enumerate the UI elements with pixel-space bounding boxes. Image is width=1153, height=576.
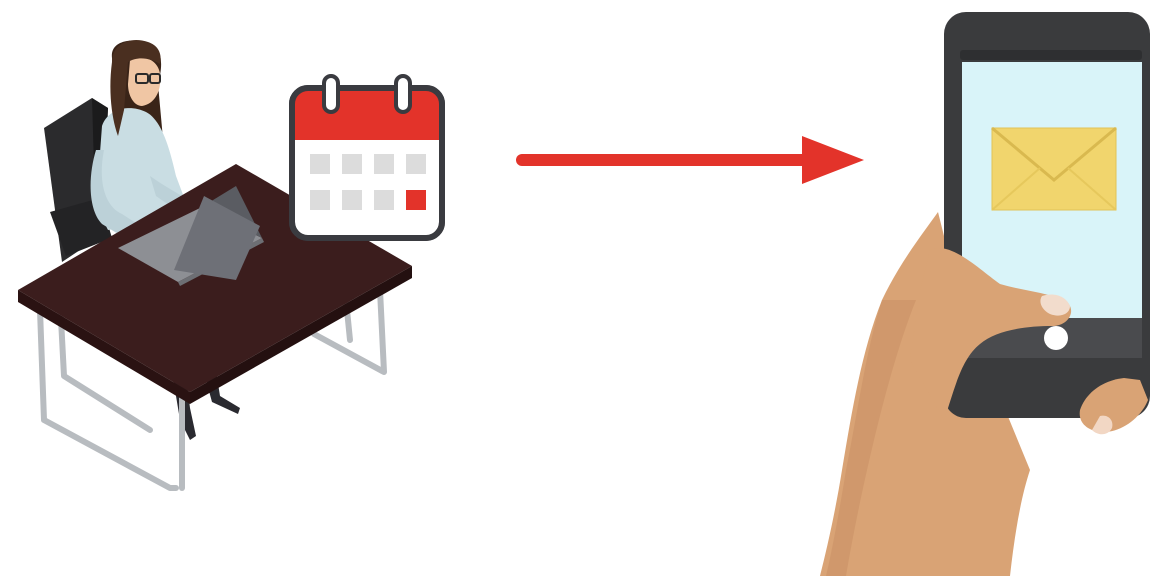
hand-holding-phone [820, 12, 1150, 576]
calendar-icon [292, 76, 442, 238]
home-button [1044, 326, 1068, 350]
calendar-highlighted-day [406, 190, 426, 210]
smartphone [944, 12, 1150, 418]
envelope-icon [992, 128, 1116, 210]
arrow-right-icon [522, 136, 864, 184]
